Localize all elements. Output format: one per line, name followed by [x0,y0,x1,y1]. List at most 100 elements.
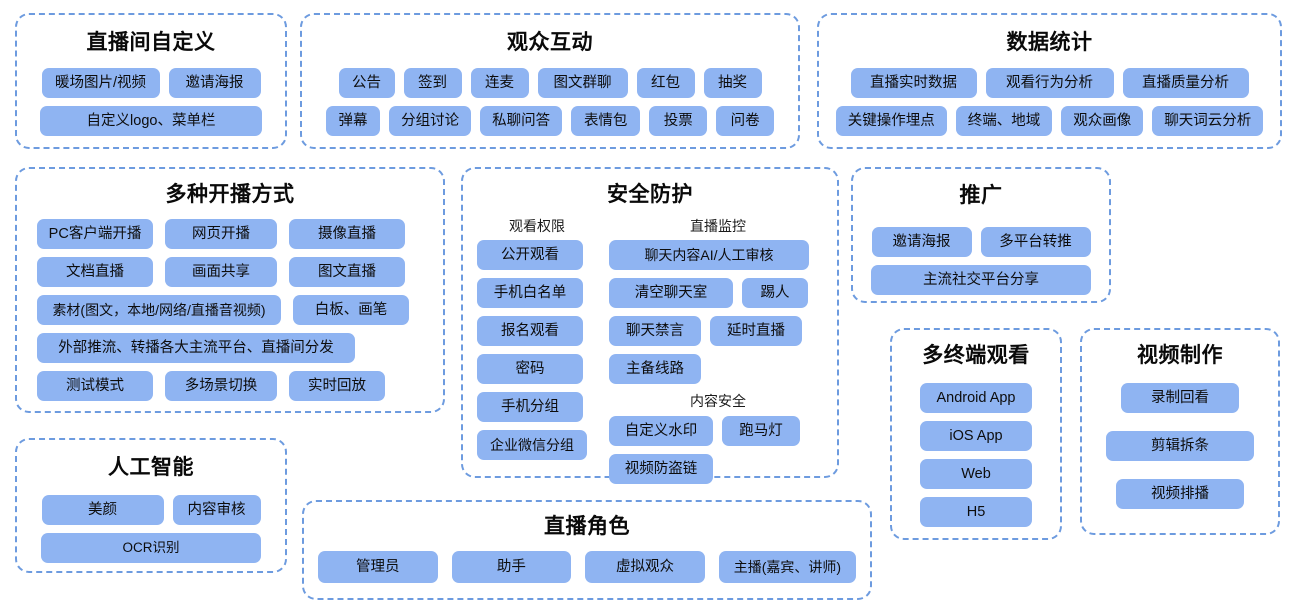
pill-realtime-replay[interactable]: 实时回放 [289,371,385,402]
pill-row: 视频防盗链 [609,453,827,484]
pill-web[interactable]: Web [920,459,1032,490]
panel-multi-terminal-viewing: 多终端观看 Android App iOS App Web H5 [890,328,1062,540]
pill-web-broadcast[interactable]: 网页开播 [165,219,277,250]
panel-title-custom: 直播间自定义 [86,31,216,54]
pill-video-scheduling[interactable]: 视频排播 [1116,479,1244,510]
pill-announcement[interactable]: 公告 [338,68,395,99]
pill-ios-app[interactable]: iOS App [920,421,1032,452]
pill-row: 关键操作埋点 终端、地域 观众画像 聊天词云分析 [835,106,1264,137]
pill-checkin[interactable]: 签到 [403,68,462,99]
pill-row: 弹幕 分组讨论 私聊问答 表情包 投票 问卷 [326,106,775,137]
pill-group-discussion[interactable]: 分组讨论 [389,106,472,137]
pill-chat-ai-manual-review[interactable]: 聊天内容AI/人工审核 [609,240,809,271]
pill-custom-watermark[interactable]: 自定义水印 [609,415,713,446]
pill-clear-chatroom[interactable]: 清空聊天室 [609,278,733,309]
pill-row: 主备线路 [609,354,827,385]
pill-chat-wordcloud[interactable]: 聊天词云分析 [1152,106,1264,137]
pill-phone-whitelist[interactable]: 手机白名单 [477,278,583,309]
pill-content-review[interactable]: 内容审核 [172,495,261,526]
pill-device-region[interactable]: 终端、地域 [955,106,1053,137]
pill-screen-share[interactable]: 画面共享 [165,257,277,288]
panel-promotion: 推广 邀请海报 多平台转推 主流社交平台分享 [851,167,1111,303]
pill-graphic-broadcast[interactable]: 图文直播 [289,257,405,288]
pill-external-push-relay[interactable]: 外部推流、转播各大主流平台、直播间分发 [37,333,355,364]
pill-quality-analysis[interactable]: 直播质量分析 [1122,68,1249,99]
pill-row: 文档直播 画面共享 图文直播 [37,257,423,288]
pill-chat-mute[interactable]: 聊天禁言 [609,316,701,347]
pill-record-replay[interactable]: 录制回看 [1121,383,1239,414]
pill-public-viewing[interactable]: 公开观看 [477,240,583,271]
pill-comic[interactable]: 连麦 [470,68,529,99]
pill-row: 自定义水印 跑马灯 [609,415,827,446]
pill-questionnaire[interactable]: 问卷 [716,106,775,137]
panel-title-broadcast: 多种开播方式 [165,183,295,206]
pill-row: 邀请海报 多平台转推 [865,227,1097,258]
pill-android-app[interactable]: Android App [920,383,1032,414]
panel-video-production: 视频制作 录制回看 剪辑拆条 视频排播 [1080,328,1280,535]
pill-register-to-view[interactable]: 报名观看 [477,316,583,347]
pill-scene-switching[interactable]: 多场景切换 [165,371,277,402]
pill-edit-clip[interactable]: 剪辑拆条 [1106,431,1254,462]
pill-scrolling-marquee[interactable]: 跑马灯 [722,415,800,446]
pill-row: 清空聊天室 踢人 [609,278,827,309]
panel-title-video: 视频制作 [1137,344,1223,367]
pill-danmaku[interactable]: 弹幕 [326,106,381,137]
pill-group-chat[interactable]: 图文群聊 [537,68,628,99]
pill-key-event-tracking[interactable]: 关键操作埋点 [835,106,947,137]
pill-h5[interactable]: H5 [920,497,1032,528]
pill-custom-logo-menu[interactable]: 自定义logo、菜单栏 [40,106,262,137]
pill-realtime-data[interactable]: 直播实时数据 [850,68,977,99]
pill-private-qa[interactable]: 私聊问答 [480,106,563,137]
pill-row: 外部推流、转播各大主流平台、直播间分发 [37,333,423,364]
pill-phone-group[interactable]: 手机分组 [477,392,583,423]
pill-row: 自定义logo、菜单栏 [29,106,273,137]
panel-broadcast-methods: 多种开播方式 PC客户端开播 网页开播 摄像直播 文档直播 画面共享 图文直播 … [15,167,445,413]
panel-artificial-intelligence: 人工智能 美颜 内容审核 OCR识别 [15,438,287,573]
pill-row: 聊天内容AI/人工审核 [609,240,827,271]
pill-whiteboard-pen[interactable]: 白板、画笔 [293,295,409,326]
panel-live-roles: 直播角色 管理员 助手 虚拟观众 主播(嘉宾、讲师) [302,500,872,600]
pill-ocr-recognition[interactable]: OCR识别 [41,533,261,564]
pill-audience-profile[interactable]: 观众画像 [1061,106,1144,137]
pill-host-guest-lecturer[interactable]: 主播(嘉宾、讲师) [718,551,856,584]
pill-row: 测试模式 多场景切换 实时回放 [37,371,423,402]
pill-emoji-pack[interactable]: 表情包 [571,106,641,137]
pill-row: 美颜 内容审核 [29,495,273,526]
pill-backup-route[interactable]: 主备线路 [609,354,701,385]
pill-row: 直播实时数据 观看行为分析 直播质量分析 [837,68,1262,99]
pill-social-platform-share[interactable]: 主流社交平台分享 [871,265,1091,296]
pill-kick-user[interactable]: 踢人 [742,278,808,309]
panel-title-roles: 直播角色 [544,515,630,538]
pill-pc-client-broadcast[interactable]: PC客户端开播 [37,219,153,250]
pill-materials[interactable]: 素材(图文，本地/网络/直播音视频) [37,295,281,326]
pill-password[interactable]: 密码 [477,354,583,385]
panel-title-terminal: 多终端观看 [922,344,1030,367]
subhead-content-security: 内容安全 [690,393,746,410]
pill-assistant[interactable]: 助手 [451,551,572,584]
pill-row: OCR识别 [29,533,273,564]
pill-invite-poster[interactable]: 邀请海报 [168,68,261,99]
pill-warmup-media[interactable]: 暖场图片/视频 [41,68,160,99]
group-viewing-permission: 公开观看 手机白名单 报名观看 密码 手机分组 企业微信分组 [477,240,597,461]
pill-row: 聊天禁言 延时直播 [609,316,827,347]
pill-viewing-behavior[interactable]: 观看行为分析 [985,68,1114,99]
pill-wecom-group[interactable]: 企业微信分组 [477,430,587,461]
pill-beauty-filter[interactable]: 美颜 [41,495,164,526]
panel-title-interaction: 观众互动 [507,31,593,54]
pill-lottery[interactable]: 抽奖 [703,68,762,99]
pill-vote[interactable]: 投票 [649,106,708,137]
pill-administrator[interactable]: 管理员 [318,551,438,584]
pill-delayed-broadcast[interactable]: 延时直播 [710,316,802,347]
pill-red-packet[interactable]: 红包 [636,68,695,99]
panel-audience-interaction: 观众互动 公告 签到 连麦 图文群聊 红包 抽奖 弹幕 分组讨论 私聊问答 表情… [300,13,800,149]
pill-invite-poster-promo[interactable]: 邀请海报 [871,227,972,258]
subhead-live-monitoring: 直播监控 [690,218,746,234]
pill-multi-platform-repost[interactable]: 多平台转推 [980,227,1091,258]
pill-video-anti-leech[interactable]: 视频防盗链 [609,453,713,484]
pill-document-broadcast[interactable]: 文档直播 [37,257,153,288]
pill-test-mode[interactable]: 测试模式 [37,371,153,402]
pill-virtual-audience[interactable]: 虚拟观众 [585,551,705,584]
pill-camera-broadcast[interactable]: 摄像直播 [289,219,405,250]
panel-data-statistics: 数据统计 直播实时数据 观看行为分析 直播质量分析 关键操作埋点 终端、地域 观… [817,13,1282,149]
